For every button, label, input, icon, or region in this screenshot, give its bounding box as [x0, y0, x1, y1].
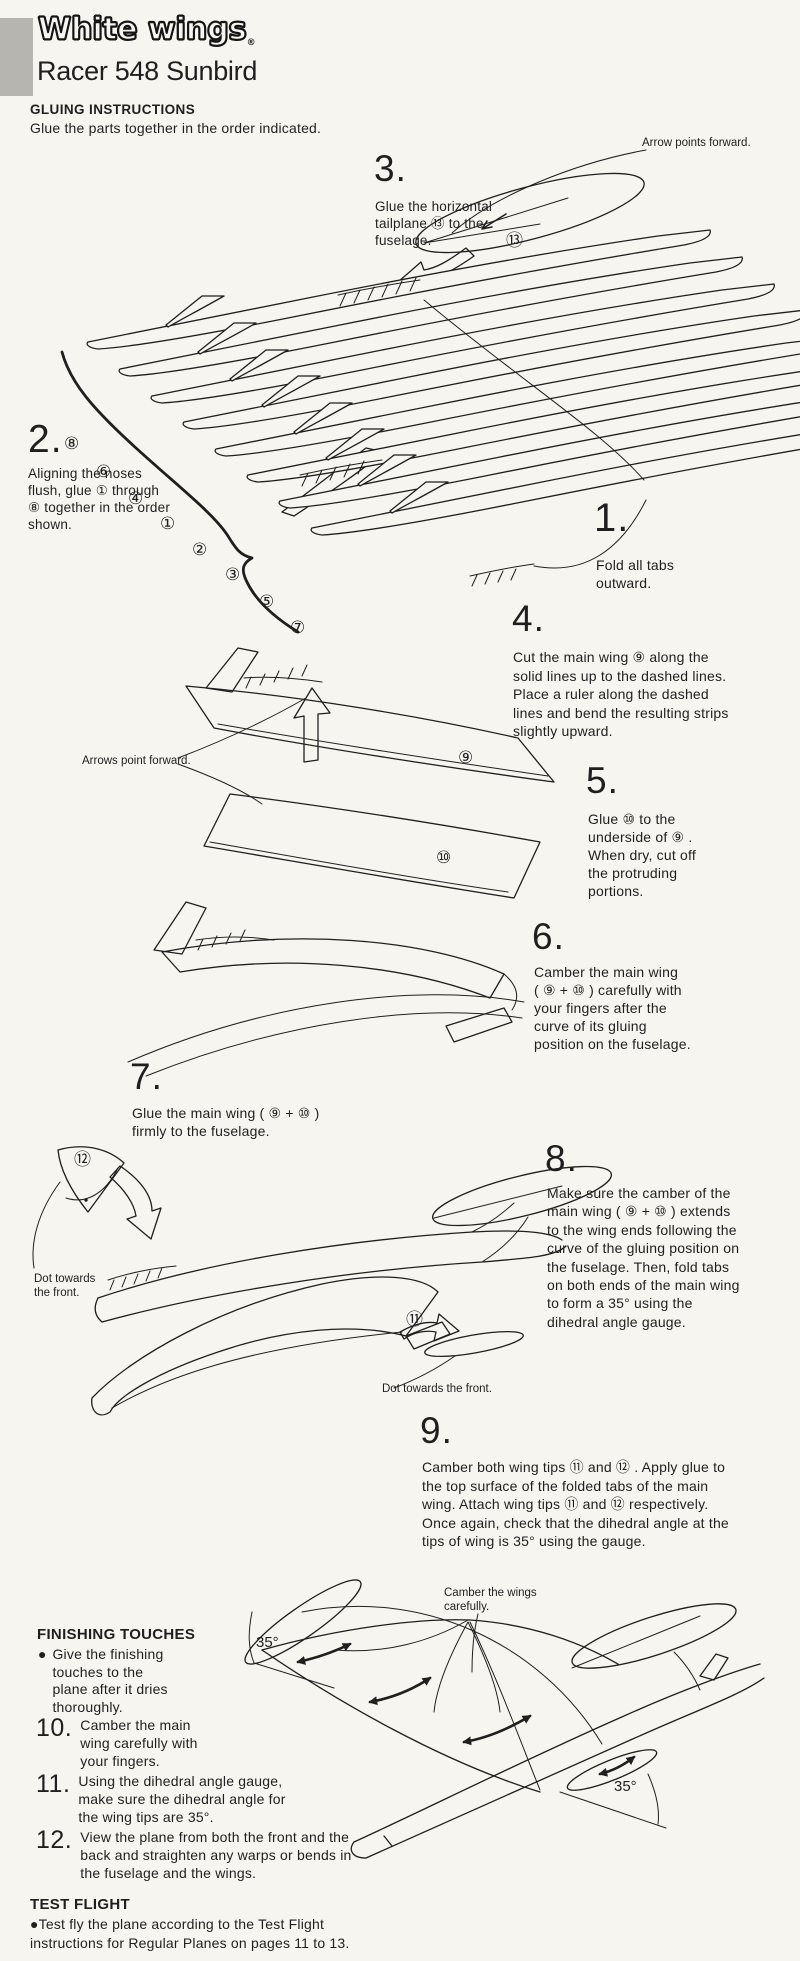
step4-number: 4. — [512, 598, 545, 639]
finishing-item-10: 10. Camber the main wing carefully with … — [36, 1716, 198, 1770]
finishing-intro-text: Give the finishing touches to the plane … — [52, 1646, 168, 1715]
step4-text: Cut the main wing ⑨ along the solid line… — [513, 649, 729, 740]
step2-text: Aligning the noses flush, glue ① through… — [28, 466, 171, 532]
step7-text: Glue the main wing ( ⑨ + ⑩ ) firmly to t… — [132, 1105, 320, 1139]
tailplane-diagram — [397, 149, 647, 291]
part-label-2: ② — [192, 540, 208, 560]
step6-text: Camber the main wing ( ⑨ + ⑩ ) carefully… — [534, 964, 691, 1052]
item11-number: 11. — [36, 1770, 71, 1798]
step7-number: 7. — [130, 1056, 163, 1097]
part-label-3: ③ — [225, 565, 241, 585]
step1-text: Fold all tabs outward. — [596, 557, 675, 591]
exploded-wing-diagram — [177, 647, 555, 899]
part-label-6: ⑥ — [96, 462, 112, 482]
part-label-9: ⑨ — [458, 748, 474, 768]
step5-text: Glue ⑩ to the underside of ⑨ . When dry,… — [588, 811, 696, 899]
brand-logo-text: White wings — [37, 11, 247, 48]
item11-text: Using the dihedral angle gauge, make sur… — [78, 1773, 286, 1825]
finishing-item-12: 12. View the plane from both the front a… — [36, 1828, 352, 1882]
step8-text: Make sure the camber of the main wing ( … — [547, 1185, 740, 1330]
label-arrow-points-forward: Arrow points forward. — [642, 137, 751, 149]
gluing-subheading: Glue the parts together in the order ind… — [30, 120, 322, 136]
label-camber-wings: Camber the wings carefully. — [444, 1587, 537, 1613]
finishing-intro: ● Give the finishing touches to the plan… — [38, 1646, 168, 1716]
part-label-11: ⑪ — [406, 1310, 423, 1330]
bullet-icon: ● — [38, 1646, 47, 1662]
step5-number: 5. — [586, 760, 619, 801]
part-label-13: ⑬ — [506, 231, 523, 251]
step9-text: Camber both wing tips ⑪ and ⑫ . Apply gl… — [422, 1459, 729, 1550]
finishing-heading: FINISHING TOUCHES — [37, 1626, 196, 1643]
item12-number: 12. — [36, 1826, 73, 1854]
part-label-4: ④ — [128, 489, 144, 509]
test-flight-text: ●Test fly the plane according to the Tes… — [30, 1916, 350, 1951]
label-angle-left: 35° — [256, 1634, 279, 1651]
cambered-wing-diagram — [127, 901, 525, 1077]
step8-number: 8. — [545, 1138, 578, 1179]
part-label-8: ⑧ — [64, 434, 80, 454]
step3-text: Glue the horizontal tailplane ⑬ to the f… — [375, 199, 493, 248]
part-label-7: ⑦ — [290, 618, 306, 638]
fuselage-stack-diagram — [60, 229, 800, 634]
item12-text: View the plane from both the front and t… — [80, 1829, 352, 1881]
finishing-item-11: 11. Using the dihedral angle gauge, make… — [36, 1772, 286, 1826]
part-label-12: ⑫ — [74, 1150, 91, 1170]
page-title: Racer 548 Sunbird — [37, 56, 258, 86]
label-angle-right: 35° — [614, 1778, 637, 1795]
brand-logo: White wings® — [37, 11, 256, 48]
final-plane-diagram — [244, 1579, 765, 1859]
part-label-1: ① — [160, 514, 176, 534]
step1-number: 1. — [594, 496, 630, 540]
test-flight-heading: TEST FLIGHT — [30, 1896, 130, 1913]
registered-mark: ® — [246, 38, 256, 48]
gluing-heading: GLUING INSTRUCTIONS — [30, 102, 196, 117]
corner-gray-block — [0, 18, 33, 96]
label-dot-front-right: Dot towards the front. — [382, 1383, 492, 1395]
step6-number: 6. — [532, 916, 565, 957]
step9-number: 9. — [420, 1410, 453, 1451]
item10-number: 10. — [36, 1714, 73, 1742]
item10-text: Camber the main wing carefully with your… — [80, 1717, 198, 1769]
step2-number: 2. — [28, 418, 63, 461]
label-arrows-point-forward: Arrows point forward. — [82, 755, 191, 767]
assembly-diagram — [32, 1146, 613, 1416]
part-label-10: ⑩ — [436, 848, 452, 868]
part-label-5: ⑤ — [259, 592, 275, 612]
label-dot-front-left: Dot towards the front. — [34, 1273, 96, 1299]
step3-number: 3. — [374, 148, 407, 189]
